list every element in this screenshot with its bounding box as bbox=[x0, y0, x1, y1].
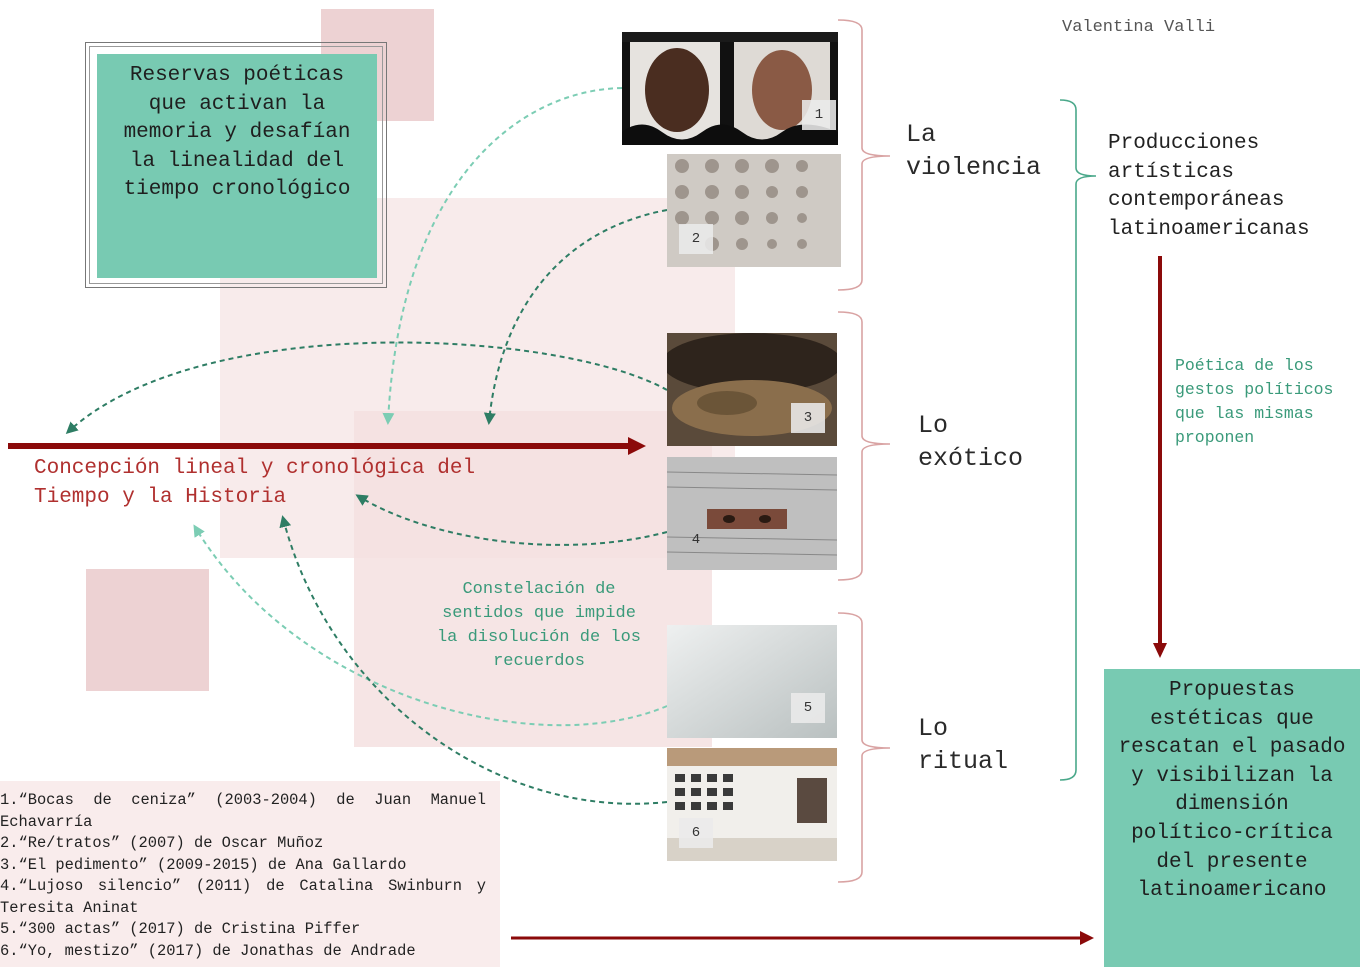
image-number-6: 6 bbox=[679, 818, 713, 848]
artwork-image-3: 3 bbox=[667, 333, 837, 446]
image-number-3: 3 bbox=[791, 403, 825, 433]
work-item-1: 1.“Bocas de ceniza” (2003-2004) de Juan … bbox=[0, 791, 486, 831]
poetics-label: Poética de los gestos políticos que las … bbox=[1175, 356, 1334, 447]
work-item-2: 2.“Re/tratos” (2007) de Oscar Muñoz bbox=[0, 834, 324, 852]
category-violencia: La violencia bbox=[906, 120, 1042, 182]
memory-box-frame bbox=[85, 42, 387, 288]
image-number-5: 5 bbox=[791, 693, 825, 723]
image-number-2: 2 bbox=[679, 224, 713, 254]
bracket-exotico bbox=[837, 311, 891, 581]
bottom-arrow-head bbox=[1080, 931, 1094, 945]
work-item-6: 6.“Yo, mestizo” (2017) de Jonathas de An… bbox=[0, 941, 416, 960]
bg-list-panel bbox=[0, 781, 500, 967]
author-name: Valentina Valli bbox=[1062, 18, 1216, 37]
bracket-producciones bbox=[1059, 99, 1097, 781]
artwork-image-2: 2 bbox=[667, 154, 841, 267]
category-ritual: Lo ritual bbox=[918, 714, 1009, 776]
image-number-1: 1 bbox=[802, 100, 836, 130]
text-veil-photo-icon bbox=[667, 457, 837, 570]
memory-box-frame-inner bbox=[89, 46, 383, 284]
image-number-4: 4 bbox=[691, 532, 701, 548]
work-item-4: 4.“Lujoso silencio” (2011) de Catalina S… bbox=[0, 877, 486, 917]
work-item-5: 5.“300 actas” (2017) de Cristina Piffer bbox=[0, 920, 361, 938]
bg-square-left bbox=[86, 569, 209, 691]
artwork-image-6: 6 bbox=[667, 748, 837, 861]
work-item-3: 3.“El pedimento” (2009-2015) de Ana Gall… bbox=[0, 855, 407, 874]
constellation-text: Constelación de sentidos que impide la d… bbox=[436, 580, 642, 671]
timeline-label: Concepción lineal y cronológica del Tiem… bbox=[34, 457, 476, 509]
artwork-image-4: 4 bbox=[667, 457, 837, 570]
bracket-ritual bbox=[837, 612, 891, 883]
memory-box: Reservas poéticas que activan la memoria… bbox=[97, 54, 377, 278]
vertical-arrow-head bbox=[1153, 643, 1167, 658]
works-list: 1.“Bocas de ceniza” (2003-2004) de Juan … bbox=[0, 790, 486, 962]
artwork-image-1: 1 bbox=[622, 32, 838, 145]
bracket-violencia bbox=[837, 19, 891, 291]
proposals-box: Propuestas estéticas que rescatan el pas… bbox=[1104, 669, 1360, 967]
artwork-image-5: 5 bbox=[667, 625, 837, 738]
productions-label: Producciones artísticas contemporáneas l… bbox=[1108, 132, 1310, 241]
faces-photo-icon bbox=[622, 32, 838, 145]
category-exotico: Lo exótico bbox=[918, 411, 1024, 473]
